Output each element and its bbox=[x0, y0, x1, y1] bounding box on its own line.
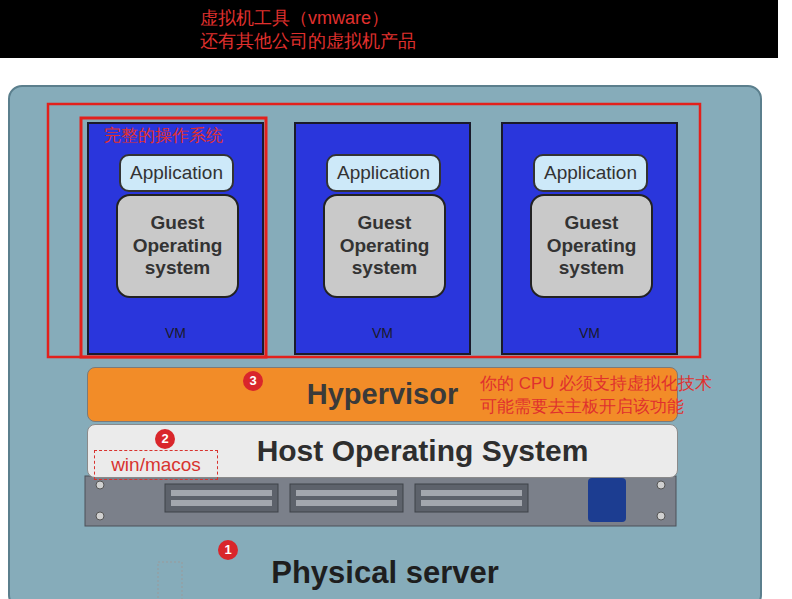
drive-bay bbox=[290, 484, 403, 512]
power-panel bbox=[588, 478, 626, 522]
note-text: 还有其他公司的虚拟机产品 bbox=[200, 29, 416, 53]
guest-os-box-text: Guest Operating system bbox=[325, 212, 444, 280]
note-text: 虚拟机工具（vmware） bbox=[200, 6, 389, 30]
server-panel: Physical server VM ApplicationGuest Operat… bbox=[8, 85, 762, 599]
vm-box: VM ApplicationGuest Operating system bbox=[87, 122, 264, 355]
os-note-box: win/macos bbox=[94, 450, 218, 480]
host-os-bar: Host Operating System win/macos bbox=[87, 424, 678, 478]
vm-outline bbox=[81, 118, 266, 357]
drive-slot bbox=[296, 500, 397, 506]
vm-box: VM ApplicationGuest Operating system bbox=[294, 122, 471, 355]
callout-number: 1 bbox=[218, 540, 238, 560]
application-box: Application bbox=[326, 154, 441, 192]
screw bbox=[96, 512, 104, 520]
screw bbox=[657, 512, 665, 520]
note-text: 你的 CPU 必须支持虚拟化技术 bbox=[480, 372, 712, 395]
guest-os-box-text: Guest Operating system bbox=[118, 212, 237, 280]
callout-number: 2 bbox=[155, 429, 175, 449]
application-box: Application bbox=[119, 154, 234, 192]
drive-slot bbox=[421, 500, 522, 506]
drive-bay bbox=[415, 484, 528, 512]
drive-slot bbox=[171, 490, 272, 496]
guest-os-box: Guest Operating system bbox=[116, 194, 239, 298]
drive-bay bbox=[165, 484, 278, 512]
guest-os-box: Guest Operating system bbox=[530, 194, 653, 298]
guest-os-box-text: Guest Operating system bbox=[532, 212, 651, 280]
screw bbox=[657, 481, 665, 489]
application-box-text: Application bbox=[544, 162, 637, 184]
vm-box-text: VM bbox=[503, 325, 676, 341]
os-note-box-text: win/macos bbox=[111, 454, 201, 476]
server-panel-text: Physical server bbox=[10, 555, 760, 591]
guest-os-box: Guest Operating system bbox=[323, 194, 446, 298]
application-box-text: Application bbox=[337, 162, 430, 184]
hypervisor-bar-text: Hypervisor bbox=[307, 378, 459, 411]
top-bar bbox=[0, 0, 778, 58]
group-outline bbox=[48, 104, 700, 357]
host-os-bar-text: Host Operating System bbox=[257, 434, 589, 468]
application-box: Application bbox=[533, 154, 648, 192]
callout-number: 3 bbox=[243, 371, 263, 391]
dotted-marker bbox=[158, 562, 182, 599]
application-box-text: Application bbox=[130, 162, 223, 184]
note-text: 完整的操作系统 bbox=[104, 124, 223, 147]
drive-slot bbox=[421, 490, 522, 496]
vm-box: VM ApplicationGuest Operating system bbox=[501, 122, 678, 355]
vm-box-text: VM bbox=[296, 325, 469, 341]
drive-slot bbox=[296, 490, 397, 496]
drive-slot bbox=[171, 500, 272, 506]
note-text: 可能需要去主板开启该功能 bbox=[480, 395, 684, 418]
server-chassis bbox=[85, 476, 676, 526]
vm-box-text: VM bbox=[89, 325, 262, 341]
screw bbox=[96, 481, 104, 489]
